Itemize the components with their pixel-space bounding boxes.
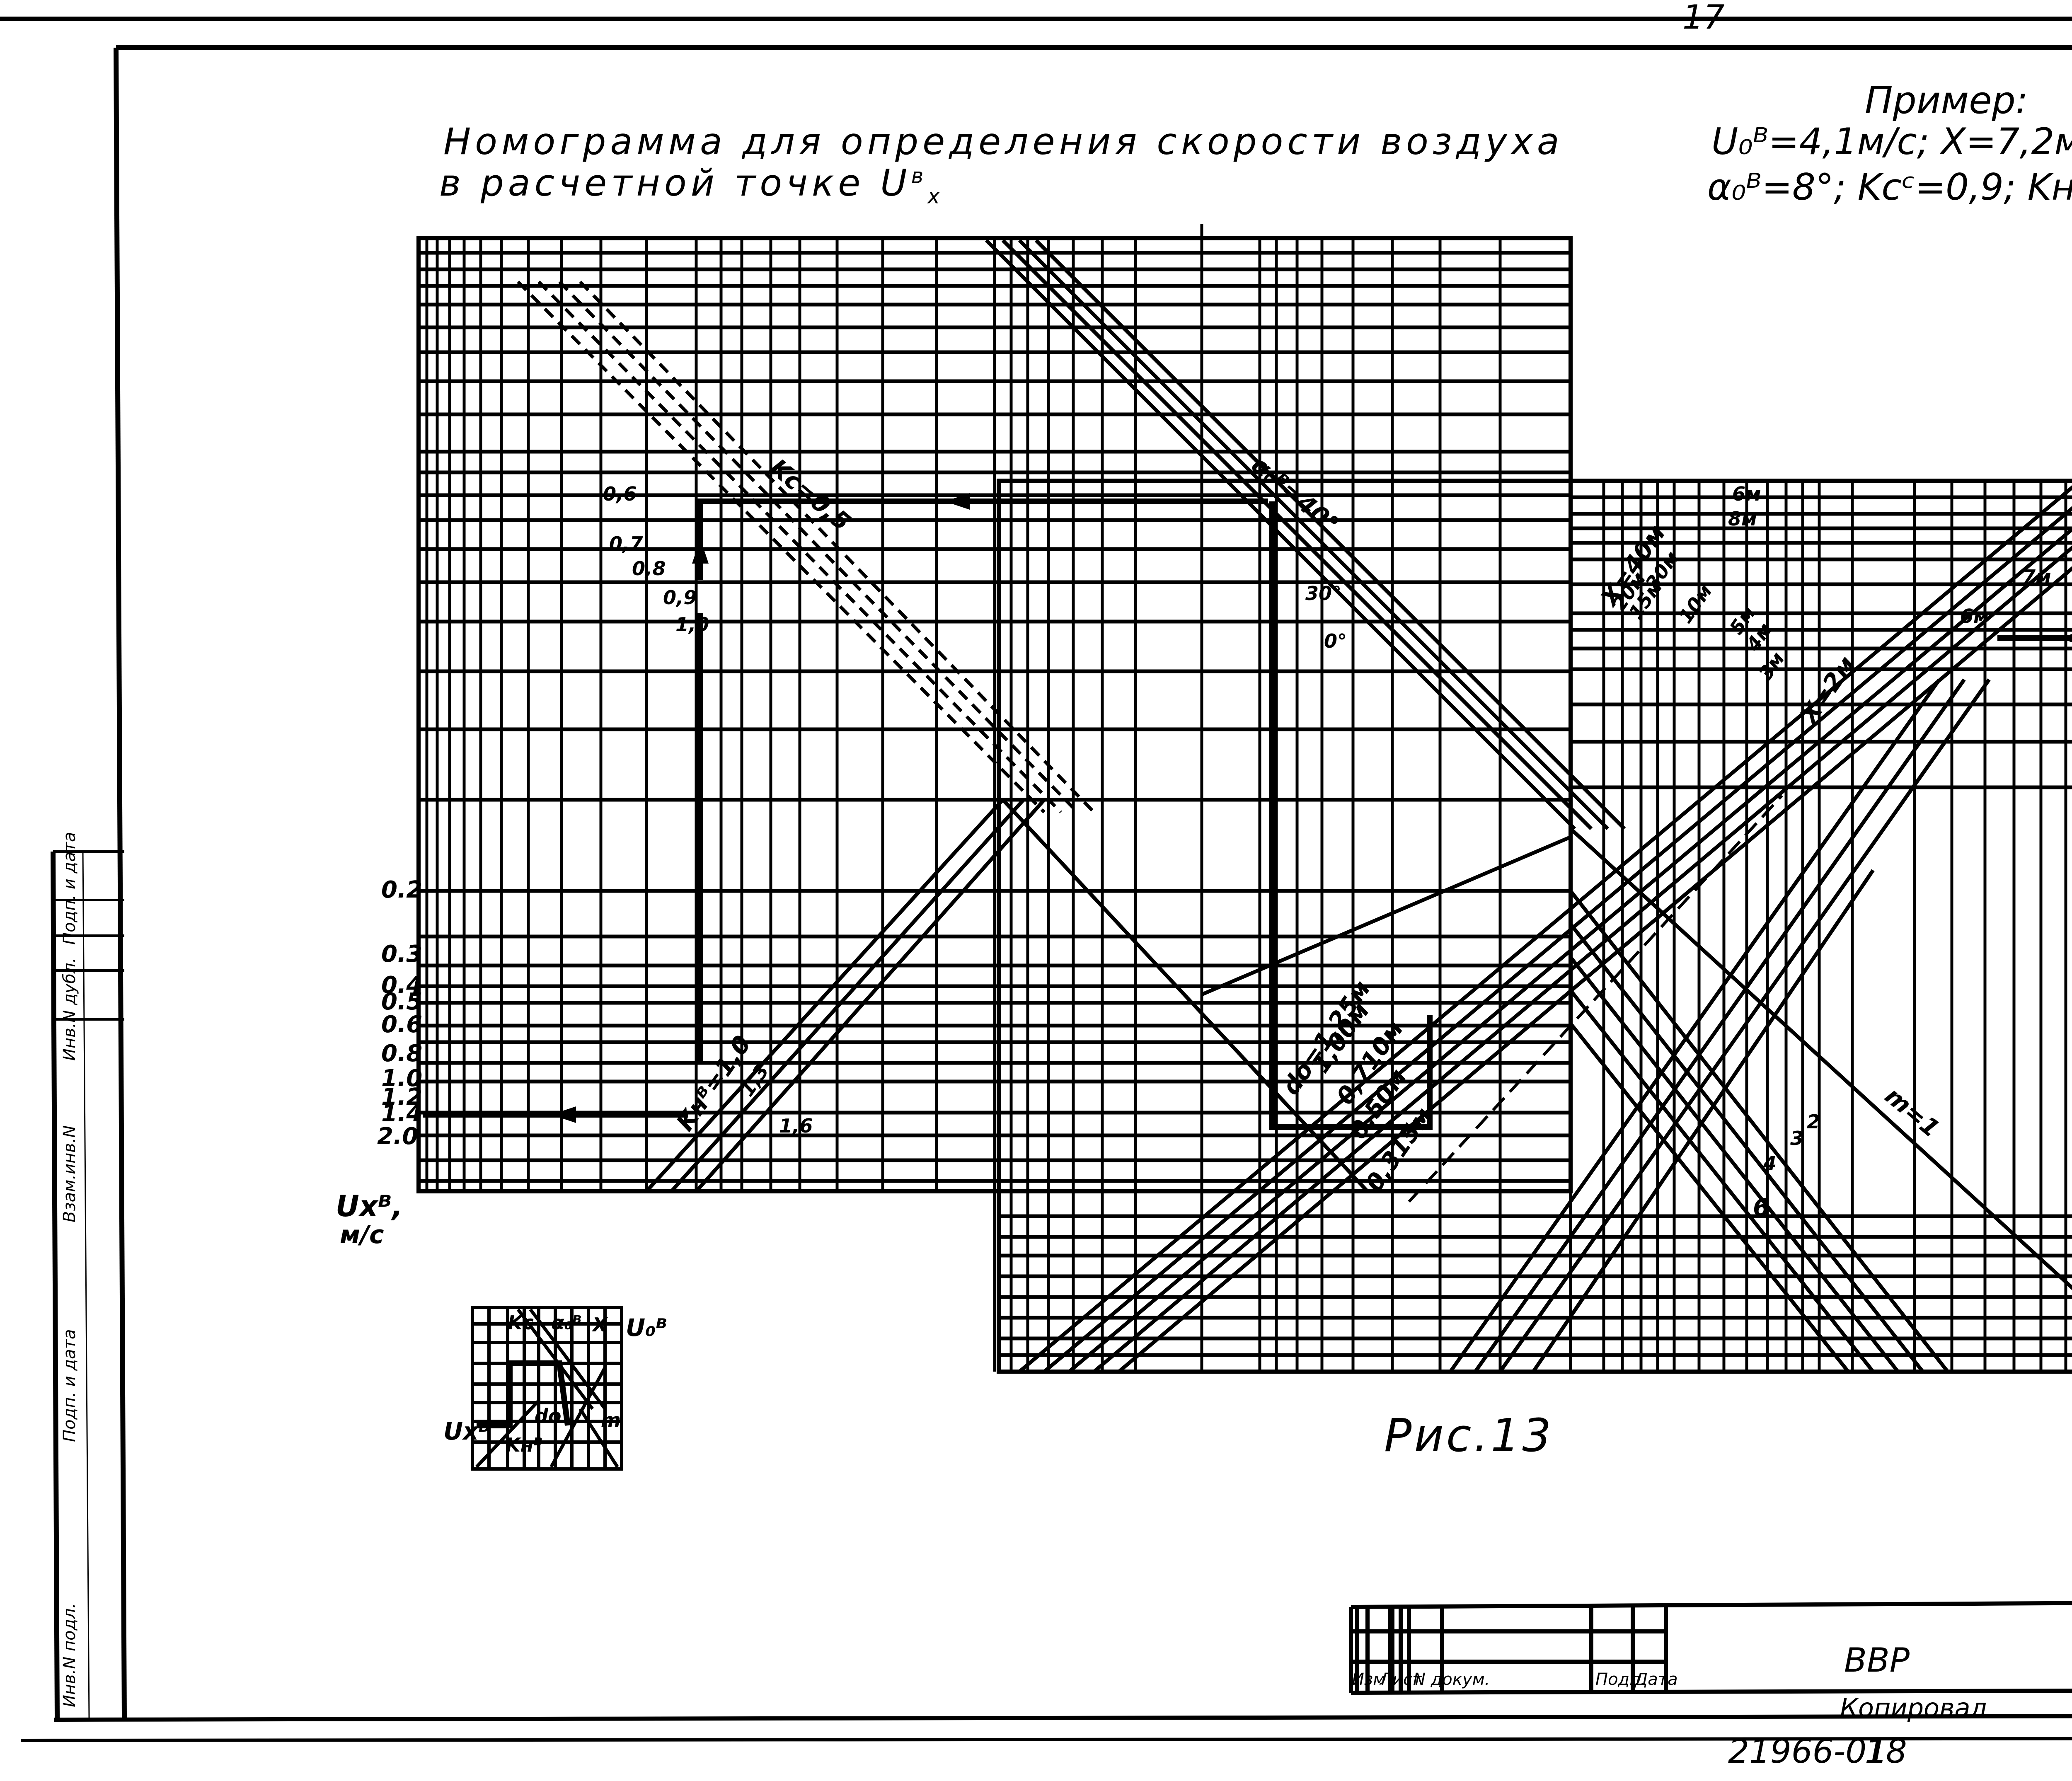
left-tick: 1.0 <box>381 1065 423 1092</box>
m-label-2: 2 <box>1807 1111 1820 1133</box>
x-label-7: 7м <box>2022 566 2051 588</box>
kc-label-10: 1,0 <box>675 613 709 636</box>
alpha-label-0: 0° <box>1324 630 1347 652</box>
side-stamp-cell-2: Инв.N дубл. <box>60 957 79 1061</box>
sheet-frame <box>0 17 2072 1742</box>
tb-doc-code: ВВР <box>1844 1641 1910 1679</box>
tb-header-list: Лист <box>1380 1670 1422 1689</box>
left-tick: 1.2 <box>381 1084 423 1111</box>
x-label-6: 6м <box>1960 605 1989 627</box>
title-block-lines <box>1349 1601 2072 1695</box>
tb-header-ndoc: N докум. <box>1413 1670 1490 1689</box>
page-title-line1: Номограмма для определения скорости возд… <box>443 120 1564 163</box>
m-label-3: 3 <box>1790 1127 1804 1149</box>
kc-label-07: 0,7 <box>609 532 643 555</box>
left-tick: 0.4 <box>381 972 423 999</box>
alpha-label-30: 30° <box>1305 582 1342 605</box>
title-line2-text: в расчетной точке U <box>439 162 911 204</box>
right-grid <box>997 479 2072 1374</box>
side-stamp-cell-4: Подп. и дата <box>60 1329 79 1442</box>
tb-header-izm: Изм <box>1352 1670 1386 1689</box>
kn-label-16: 1,6 <box>779 1115 813 1137</box>
example-line2: α₀ᴮ=8°; Kсᶜ=0,9; Kнᴮ=1,08; Uxᴮ=1,2 м/с <box>1707 166 2072 208</box>
title-sup: в <box>911 164 928 188</box>
arrowheads <box>551 493 2072 1123</box>
left-tick: 2.0 <box>377 1123 419 1150</box>
page-number-top: 17 <box>1682 0 1725 36</box>
side-stamp-lines <box>51 850 124 1718</box>
figure-caption: Рис.13 <box>1384 1409 1554 1462</box>
key-m-label: m <box>601 1409 621 1431</box>
key-kn-label: Kнᴮ <box>506 1434 543 1456</box>
key-kc-label: Kс <box>508 1312 534 1334</box>
key-u0-label: U₀ᴮ <box>626 1314 668 1342</box>
example-dashed-line <box>1408 794 1783 1203</box>
x-label-8: 8м <box>1728 508 1757 530</box>
side-stamp-cell-1: Подп. и дата <box>60 832 79 945</box>
side-stamp-cell-3: Взам.инв.N <box>60 1125 79 1222</box>
alpha-lines <box>985 239 1626 830</box>
left-tick: 0.8 <box>381 1040 423 1067</box>
left-tick: 0.2 <box>381 876 423 903</box>
key-do-label: dо <box>535 1405 562 1427</box>
kc-lines <box>517 281 1095 813</box>
title-sub: x <box>927 184 944 208</box>
kc-label-09: 0,9 <box>663 586 697 609</box>
footer-page: 18 <box>1865 1732 1907 1771</box>
key-ux-label: Uxᴮ <box>443 1417 490 1445</box>
kc-label-06: 0,6 <box>603 483 637 505</box>
key-diagram-grid <box>471 1306 623 1471</box>
tb-copied: Копировал <box>1840 1693 1987 1723</box>
tb-header-data: Дата <box>1635 1670 1678 1689</box>
left-grid <box>416 224 1573 1372</box>
m-label-6: 6 <box>1753 1193 1770 1222</box>
left-axis-unit: м/с <box>340 1220 384 1249</box>
left-axis-label: Uxᴮ, <box>336 1189 403 1223</box>
side-stamp-cell-5: Инв.N подл. <box>60 1603 79 1707</box>
key-alpha-label: α₀ᴮ <box>551 1312 582 1334</box>
page-title-line2: в расчетной точке Uвx <box>439 162 944 208</box>
x-label-6top: 6м <box>1732 483 1761 505</box>
example-heading: Пример: <box>1865 79 2028 122</box>
key-x-label: X <box>593 1314 608 1336</box>
tb-header-podp: Подп. <box>1595 1670 1646 1689</box>
left-tick: 0.6 <box>381 1011 423 1038</box>
left-tick: 1.4 <box>381 1100 423 1127</box>
footer-number: 21966-01 <box>1728 1732 1888 1771</box>
left-tick: 0.3 <box>381 941 423 968</box>
left-tick: 0.5 <box>381 988 423 1015</box>
m-label-4: 4 <box>1763 1152 1777 1174</box>
example-line1: U₀ᴮ=4,1м/с; X=7,2м; m=2,3; dо=1,0м; <box>1711 120 2072 163</box>
kc-label-08: 0,8 <box>632 557 666 580</box>
